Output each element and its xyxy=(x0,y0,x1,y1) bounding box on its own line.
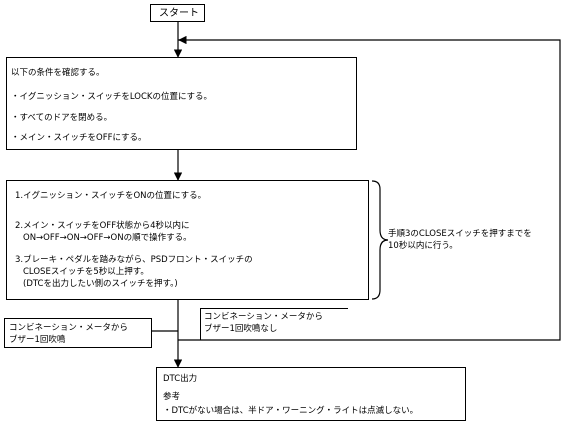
buzzer-none-box: コンビネーション・メータから ブザー1回吹鳴なし xyxy=(200,308,348,338)
conditions-box: 以下の条件を確認する。 ・イグニッション・スイッチをLOCKの位置にする。 ・す… xyxy=(6,57,357,150)
procedure-step-3: 3.ブレーキ・ペダルを踏みながら、PSDフロント・スイッチの xyxy=(15,255,253,265)
buzzer-none-border xyxy=(200,308,348,309)
buzzer-none-line: コンビネーション・メータから xyxy=(204,312,323,322)
timing-note: 手順3のCLOSEスイッチを押すまでを xyxy=(388,229,532,239)
start-box: スタート xyxy=(150,4,205,22)
buzzer-once-box: コンビネーション・メータから ブザー1回吹鳴 xyxy=(4,318,152,348)
timing-note: 10秒以内に行う。 xyxy=(388,241,458,251)
condition-item: ・イグニッション・スイッチをLOCKの位置にする。 xyxy=(11,92,213,102)
bracket xyxy=(371,180,389,300)
output-ref-text: ・DTCがない場合は、半ドア・ワーニング・ライトは点滅しない。 xyxy=(163,406,419,416)
conditions-heading: 以下の条件を確認する。 xyxy=(11,68,105,78)
procedure-step-3-note: (DTCを出力したい側のスイッチを押す。) xyxy=(23,279,178,289)
condition-item: ・すべてのドアを閉める。 xyxy=(11,113,113,123)
buzzer-none-border xyxy=(200,308,201,340)
output-ref-label: 参考 xyxy=(163,392,181,402)
condition-item: ・メイン・スイッチをOFFにする。 xyxy=(11,133,147,143)
procedure-step-1: 1.イグニッション・スイッチをONの位置にする。 xyxy=(15,191,207,201)
buzzer-once-line: コンビネーション・メータから xyxy=(9,323,128,333)
procedure-step-3-cont: CLOSEスイッチを5秒以上押す。 xyxy=(23,267,149,277)
buzzer-once-line: ブザー1回吹鳴 xyxy=(9,335,66,345)
procedure-step-2: 2.メイン・スイッチをOFF状態から4秒以内に xyxy=(15,221,190,231)
loop-back-line xyxy=(178,39,561,341)
procedure-step-2-cont: ON→OFF→ON→OFF→ONの順で操作する。 xyxy=(23,233,192,243)
procedure-box: 1.イグニッション・スイッチをONの位置にする。 2.メイン・スイッチをOFF状… xyxy=(6,180,369,300)
output-title: DTC出力 xyxy=(163,374,198,384)
start-label: スタート xyxy=(159,8,199,19)
buzzer-none-line: ブザー1回吹鳴なし xyxy=(204,324,278,334)
output-box: DTC出力 参考 ・DTCがない場合は、半ドア・ワーニング・ライトは点滅しない。 xyxy=(156,367,466,421)
